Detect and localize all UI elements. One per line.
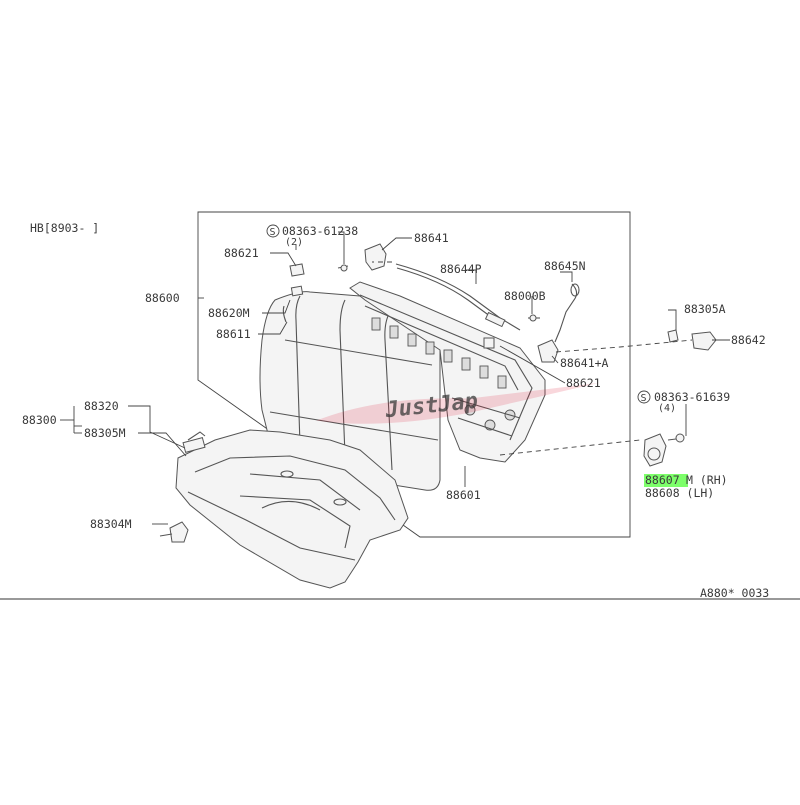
- assembly-frame: [197, 211, 631, 538]
- callout-88641: 88641: [414, 231, 449, 245]
- highlight-88607: [644, 474, 688, 487]
- header-code: HB[8903- ]: [30, 221, 99, 235]
- screw-symbol-1-label: S: [270, 227, 276, 238]
- clip-88621: [483, 337, 495, 349]
- callout-88000B: 88000B: [504, 289, 546, 303]
- callout-88304M: 88304M: [90, 517, 132, 531]
- seat-cushion-illustration: [175, 429, 409, 589]
- callout-88320: 88320: [84, 399, 119, 413]
- callout-qty-4: (4): [658, 403, 676, 414]
- screw-symbol-2-label: S: [641, 393, 647, 404]
- dash-88642: [555, 339, 693, 353]
- leader-lines: [73, 231, 730, 525]
- callout-qty-2: (2): [285, 237, 303, 248]
- screw-symbol-2: [637, 390, 651, 404]
- callout-88621-top: 88621: [224, 246, 259, 260]
- callout-88645N: 88645N: [544, 259, 586, 273]
- small-parts: [159, 243, 717, 543]
- callout-88608: 88608 (LH): [645, 486, 714, 500]
- callout-88601: 88601: [446, 488, 481, 502]
- footer-code: A880* 0033: [700, 586, 769, 600]
- callout-88607-suffix: M (RH): [686, 473, 728, 487]
- callout-88642: 88642: [731, 333, 766, 347]
- callout-88644P: 88644P: [440, 262, 482, 276]
- callout-08363-61238: 08363-61238: [282, 224, 358, 238]
- callout-88600: 88600: [145, 291, 180, 305]
- callout-08363-61639: 08363-61639: [654, 390, 730, 404]
- headrest-guide: [290, 285, 304, 297]
- callout-88305M: 88305M: [84, 426, 126, 440]
- callout-88300: 88300: [22, 413, 57, 427]
- dash-88607: [499, 439, 641, 456]
- callout-88641A: 88641+A: [560, 356, 609, 370]
- callout-88611: 88611: [216, 327, 251, 341]
- callout-88607-num: 88607: [645, 473, 680, 487]
- callout-88620M: 88620M: [208, 306, 250, 320]
- callout-88305A: 88305A: [684, 302, 726, 316]
- screw-symbol-1: [266, 224, 280, 238]
- callout-88621-mid: 88621: [566, 376, 601, 390]
- seatback-frame-illustration: [349, 281, 546, 463]
